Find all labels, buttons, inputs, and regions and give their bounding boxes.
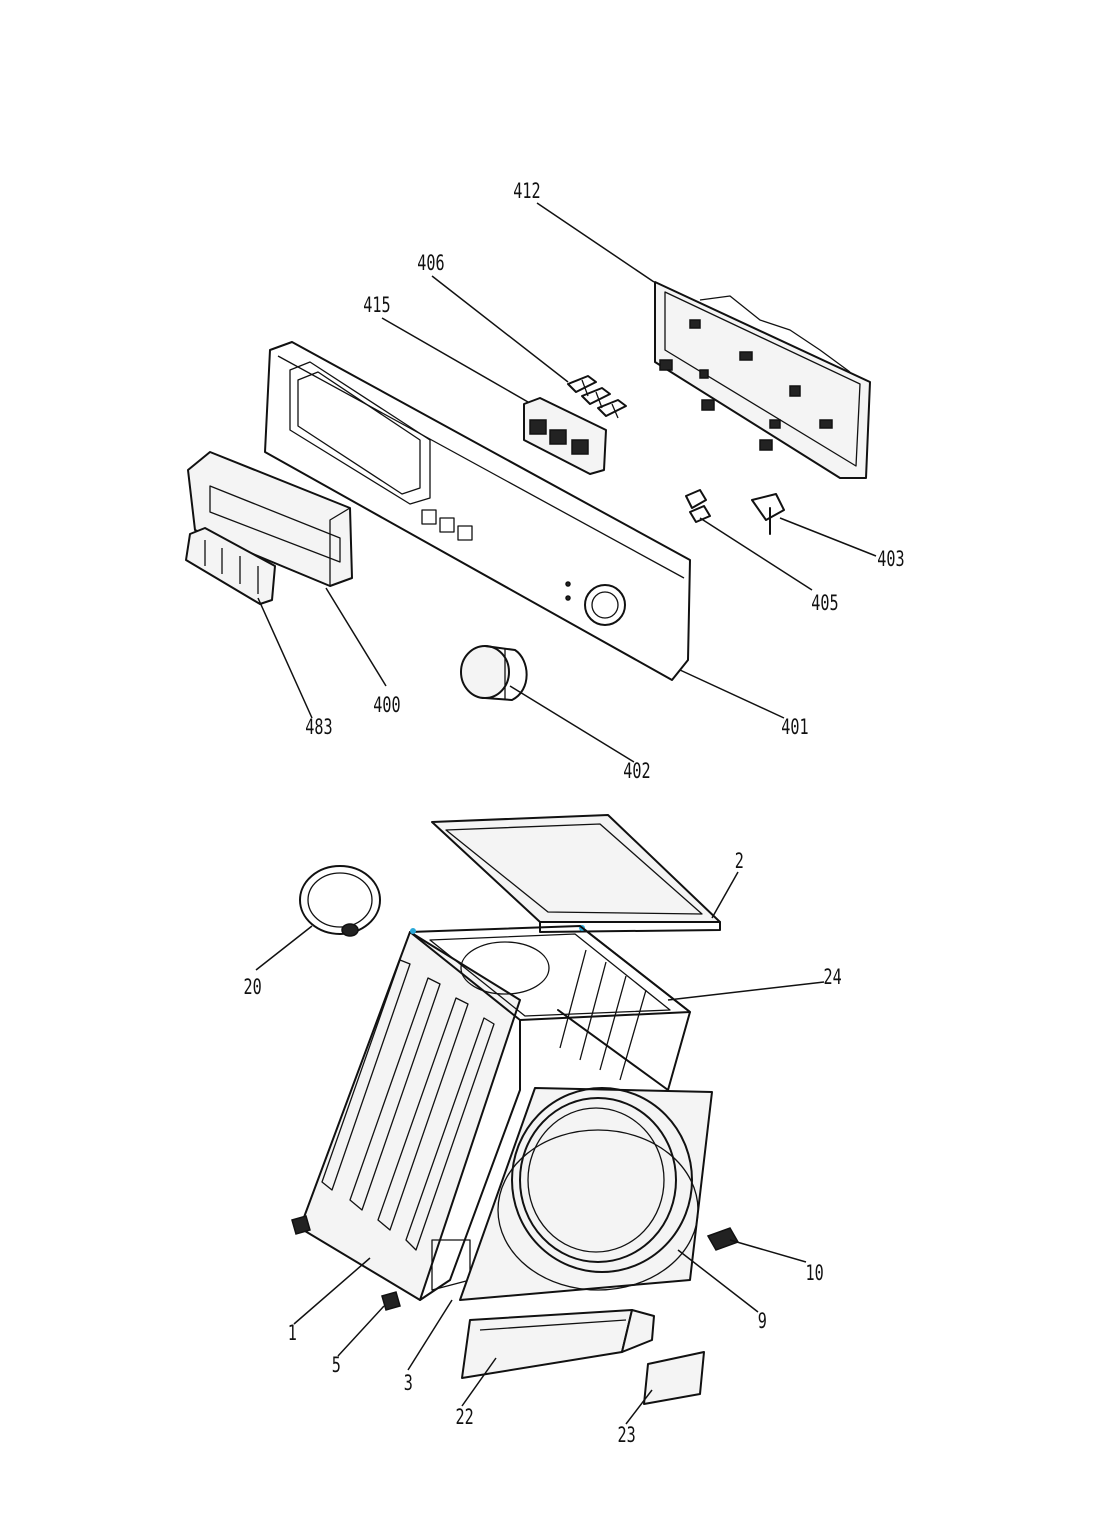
part-403-switch: [751, 493, 785, 535]
callout-1: 1: [288, 1322, 297, 1346]
callout-412: 412: [513, 180, 540, 204]
callout-405: 405: [811, 592, 838, 616]
part-5-foot: [291, 1215, 401, 1311]
callout-406: 406: [417, 252, 444, 276]
part-23-filter-cover: [621, 1309, 705, 1405]
part-483-drawer-insert: [185, 527, 276, 605]
part-406-buttons: [567, 375, 627, 419]
part-400-dispenser-drawer: [187, 451, 353, 587]
callout-403: 403: [877, 548, 904, 572]
part-20-inlet-hose: [299, 865, 381, 937]
part-401-control-panel: [264, 341, 691, 681]
callout-3: 3: [404, 1372, 413, 1396]
callout-24: 24: [824, 966, 842, 990]
part-415-button-frame: [523, 397, 607, 475]
part-1-side-panel: [299, 931, 521, 1301]
callout-labels: 412 406 415 403 405 483 400 401 402 2 20…: [244, 180, 905, 1448]
callout-402: 402: [623, 760, 650, 784]
callout-20: 20: [244, 976, 262, 1000]
callout-10: 10: [806, 1262, 824, 1286]
callout-400: 400: [373, 694, 400, 718]
leader-lines: [255, 202, 877, 1425]
callout-5: 5: [332, 1354, 341, 1378]
part-405-sensor: [685, 489, 711, 523]
callout-401: 401: [781, 716, 808, 740]
part-24-rear-panel: [557, 925, 691, 1091]
part-412-control-board: [654, 281, 871, 479]
callout-9: 9: [758, 1310, 767, 1334]
callout-23: 23: [618, 1424, 636, 1448]
part-402-knob: [460, 645, 528, 701]
callout-22: 22: [456, 1406, 474, 1430]
callout-483: 483: [305, 716, 332, 740]
part-22-kick-plate: [461, 1309, 633, 1379]
part-10-door-lock: [706, 1227, 740, 1251]
callout-2: 2: [735, 850, 744, 874]
part-9-front-panel: [459, 1087, 713, 1301]
callout-415: 415: [363, 294, 390, 318]
part-2-top-cover: [431, 814, 721, 933]
